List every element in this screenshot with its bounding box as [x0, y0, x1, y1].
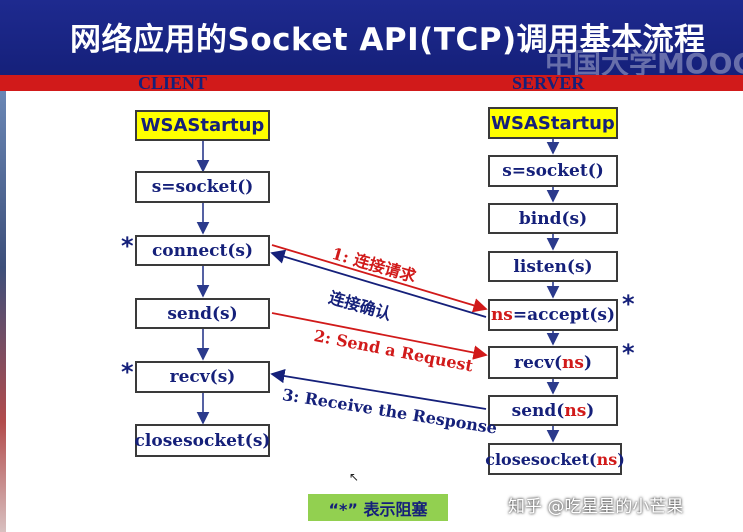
page-title: 网络应用的Socket API(TCP)调用基本流程: [70, 22, 706, 58]
server-send-box: send(ns): [488, 395, 618, 426]
send-prefix: send(: [511, 400, 565, 421]
recv-suffix: ): [583, 352, 593, 373]
client-socket-box: s=socket(): [135, 171, 270, 203]
client-closesocket-box: closesocket(s): [135, 424, 270, 457]
mooc-watermark: 中国大学MOOC: [544, 47, 743, 80]
server-label: SERVER: [512, 73, 585, 93]
server-recv-blocking-star: *: [622, 339, 635, 367]
server-bind-box: bind(s): [488, 203, 618, 234]
server-accept-blocking-star: *: [622, 290, 635, 318]
send-ns-var: ns: [564, 400, 587, 421]
server-accept-box: ns=accept(s): [488, 299, 618, 331]
recv-prefix: recv(: [513, 352, 563, 373]
header-band: [0, 75, 743, 91]
title-bar: 网络应用的Socket API(TCP)调用基本流程 中国大学MOOC: [0, 0, 743, 80]
close-suffix: ): [617, 449, 625, 469]
receive-response-arrow: [270, 368, 487, 410]
zhihu-credit: 知乎 @吃星星的小芒果: [508, 497, 684, 517]
accept-call: =accept(s): [512, 305, 616, 325]
close-ns-var: ns: [596, 449, 618, 469]
close-prefix: closesocket(: [485, 449, 597, 469]
client-connect-box: connect(s): [135, 235, 270, 266]
left-edge-strip: [0, 91, 6, 532]
mouse-cursor-icon: ↖: [349, 470, 360, 484]
accept-ns-var: ns: [490, 305, 513, 325]
recv-ns-var: ns: [562, 352, 584, 373]
connect-request-arrow: [271, 244, 488, 313]
server-wsastartup-box: WSAStartup: [488, 107, 618, 139]
blocking-legend-note: “*” 表示阻塞: [308, 494, 448, 521]
server-listen-box: listen(s): [488, 251, 618, 282]
client-connect-blocking-star: *: [121, 232, 134, 260]
client-wsastartup-box: WSAStartup: [135, 110, 270, 141]
client-recv-blocking-star: *: [121, 358, 134, 386]
server-closesocket-box: closesocket(ns): [485, 443, 625, 475]
send-request-arrow: [271, 312, 488, 360]
client-label: CLIENT: [138, 73, 208, 93]
send-suffix: ): [586, 400, 595, 421]
client-send-box: send(s): [135, 298, 270, 329]
server-recv-box: recv(ns): [488, 346, 618, 379]
connect-confirm-arrow: [270, 249, 487, 318]
client-recv-box: recv(s): [135, 361, 270, 393]
server-socket-box: s=socket(): [488, 155, 618, 187]
